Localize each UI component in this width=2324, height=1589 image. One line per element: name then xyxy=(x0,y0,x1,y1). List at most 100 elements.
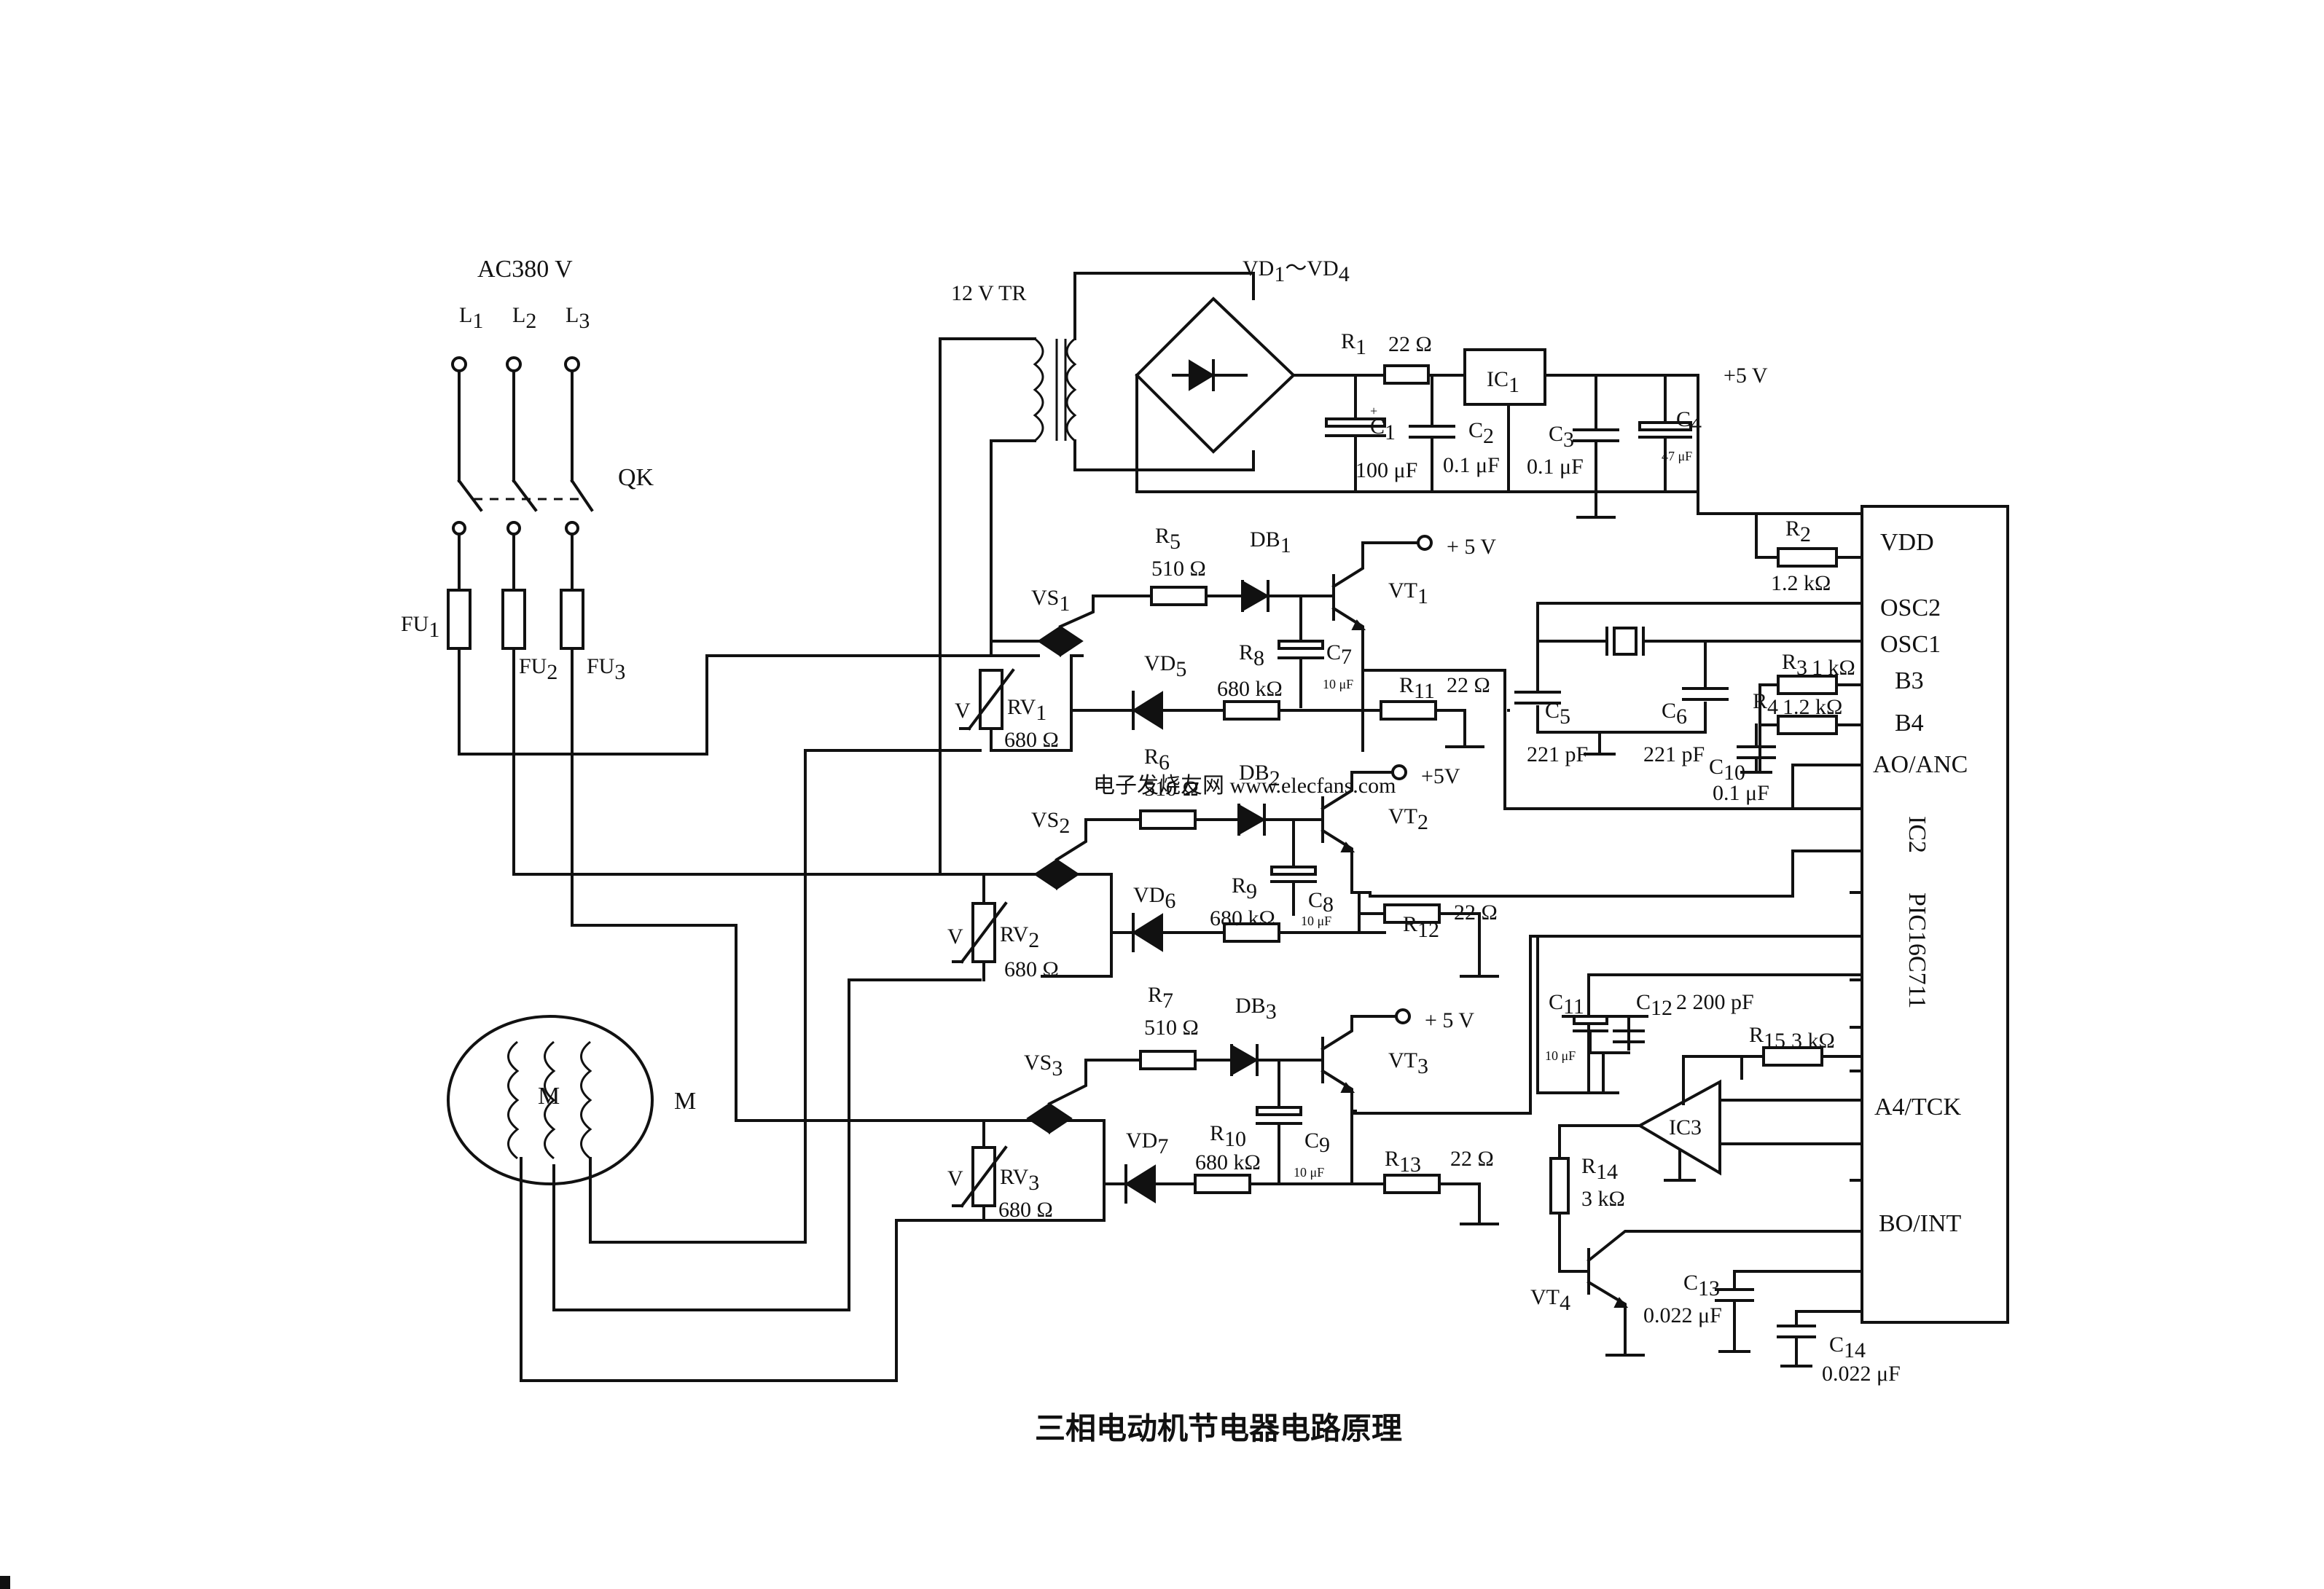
resistor-r10 xyxy=(1194,1174,1251,1194)
rv2-label: RV2 xyxy=(1000,922,1039,952)
l1-label: L1 xyxy=(459,303,483,333)
fuse-fu2 xyxy=(501,589,526,650)
c9-label: C9 xyxy=(1304,1129,1330,1157)
l2-label: L2 xyxy=(512,303,536,333)
ac-voltage-label: AC380 V xyxy=(477,256,573,283)
resistor-r6 xyxy=(1139,809,1197,830)
r10-value: 680 kΩ xyxy=(1195,1150,1261,1174)
fuse-fu1 xyxy=(447,589,472,650)
vt2-label: VT2 xyxy=(1388,804,1428,834)
ic2-body xyxy=(1861,505,2009,1324)
rectifier-bridge xyxy=(1135,297,1296,454)
diode-vd7 xyxy=(1124,1164,1156,1204)
transformer-label: 12 V TR xyxy=(951,281,1026,305)
channel-3: V RV3 680 Ω VS3 R7 510 Ω DB3 + 5 V VT3 C… xyxy=(947,935,1863,1225)
r5-label: R5 xyxy=(1155,524,1181,554)
c11-value: 10 μF xyxy=(1545,1048,1576,1063)
vs1-label: VS1 xyxy=(1031,586,1070,616)
r13-label: R13 xyxy=(1385,1147,1421,1177)
r5-value: 510 Ω xyxy=(1151,557,1206,581)
motor-inner-label: M xyxy=(538,1083,560,1110)
c3-value: 0.1 μF xyxy=(1527,455,1584,479)
c11-label: C11 xyxy=(1549,990,1584,1019)
triac-vs1-rev xyxy=(1060,625,1084,657)
mcu-ic2: VDD OSC2 OSC1 B3 B4 AO/ANC IC2 PIC16C711… xyxy=(1850,505,2009,1324)
resistor-r11 xyxy=(1380,700,1437,721)
c12-value: 2 200 pF xyxy=(1676,990,1754,1014)
scan-edge-mark xyxy=(0,1576,10,1589)
pin-b4: B4 xyxy=(1895,710,1924,737)
c6-label: C6 xyxy=(1662,699,1687,729)
c5-label: C5 xyxy=(1545,699,1570,729)
motor-windings xyxy=(507,1040,592,1160)
resistor-r1 xyxy=(1383,364,1430,385)
r1-value: 22 Ω xyxy=(1388,332,1432,356)
pin-osc1: OSC1 xyxy=(1880,631,1941,658)
capacitor-c7 xyxy=(1278,640,1324,650)
vcc-label: +5 V xyxy=(1724,364,1768,388)
triac-vs2 xyxy=(1033,858,1057,890)
c12-label: C12 xyxy=(1636,990,1672,1020)
l3-label: L3 xyxy=(566,303,590,333)
pin-b3: B3 xyxy=(1895,667,1924,694)
vd6-label: VD6 xyxy=(1133,883,1175,913)
vt1-vcc-terminal xyxy=(1417,535,1433,551)
c14-value: 0.022 μF xyxy=(1822,1362,1901,1386)
c7-label: C7 xyxy=(1326,640,1352,669)
rv3-v: V xyxy=(947,1166,963,1190)
fu1-label: FU1 xyxy=(401,612,439,642)
vt3-label: VT3 xyxy=(1388,1048,1428,1078)
tr-secondary xyxy=(1065,337,1077,442)
capacitor-c4 xyxy=(1638,421,1692,431)
c10-value: 0.1 μF xyxy=(1713,781,1769,805)
resistor-r14 xyxy=(1549,1157,1570,1215)
vt4-label: VT4 xyxy=(1530,1285,1570,1315)
vd7-label: VD7 xyxy=(1126,1129,1168,1158)
diode-db3 xyxy=(1231,1044,1259,1076)
r7-label: R7 xyxy=(1148,983,1173,1013)
l1-terminal xyxy=(451,356,467,372)
vs2-label: VS2 xyxy=(1031,808,1070,838)
c1-plus: + xyxy=(1370,404,1377,418)
bridge-diode-icon xyxy=(1189,359,1215,391)
ic1-label: IC1 xyxy=(1487,367,1519,397)
motor: M M xyxy=(447,749,982,1382)
channel-1: V RV1 680 Ω VS1 R5 510 Ω DB1 + 5 V VT1 C… xyxy=(955,524,1863,810)
ic3-label: IC3 xyxy=(1669,1115,1702,1139)
db1-label: DB1 xyxy=(1250,527,1291,557)
r8-value: 680 kΩ xyxy=(1217,677,1283,701)
c1-label: C1 xyxy=(1370,415,1396,444)
r11-label: R11 xyxy=(1399,673,1435,703)
r8-label: R8 xyxy=(1239,640,1264,670)
c7-value: 10 μF xyxy=(1323,677,1353,691)
vt1-label: VT1 xyxy=(1388,578,1428,608)
vd5-label: VD5 xyxy=(1144,651,1186,681)
c1-value: 100 μF xyxy=(1355,458,1417,482)
db3-label: DB3 xyxy=(1235,994,1277,1024)
opamp-ic3 xyxy=(1636,1079,1721,1176)
r12-label: R12 xyxy=(1403,912,1439,942)
r2-value: 1.2 kΩ xyxy=(1771,571,1831,595)
watermark: 电子发烧友网 www.elecfans.com xyxy=(1093,774,1396,798)
resistor-r7 xyxy=(1139,1050,1197,1070)
c2-label: C2 xyxy=(1468,418,1494,448)
vt2-vcc: +5V xyxy=(1421,764,1460,788)
diode-db2 xyxy=(1238,804,1267,836)
bridge-label: VD1～VD4 xyxy=(1243,256,1350,286)
r13-value: 22 Ω xyxy=(1450,1147,1494,1171)
resistor-r15 xyxy=(1762,1046,1823,1067)
c8-label: C8 xyxy=(1308,888,1334,917)
qk-switch-label: QK xyxy=(618,464,654,491)
mains-section: AC380 V L1 L2 L3 QK FU1 FU2 FU3 xyxy=(401,256,1062,1122)
pin-vdd: VDD xyxy=(1880,529,1934,556)
c10-label: C10 xyxy=(1709,755,1745,785)
r9-value: 680 kΩ xyxy=(1210,906,1275,930)
capacitor-c11 xyxy=(1573,1015,1608,1025)
pin-osc2: OSC2 xyxy=(1880,595,1941,621)
resistor-r4 xyxy=(1777,715,1838,735)
r2-label: R2 xyxy=(1785,517,1811,546)
qk-contact-2 xyxy=(506,521,521,535)
r1-label: R1 xyxy=(1341,329,1366,359)
